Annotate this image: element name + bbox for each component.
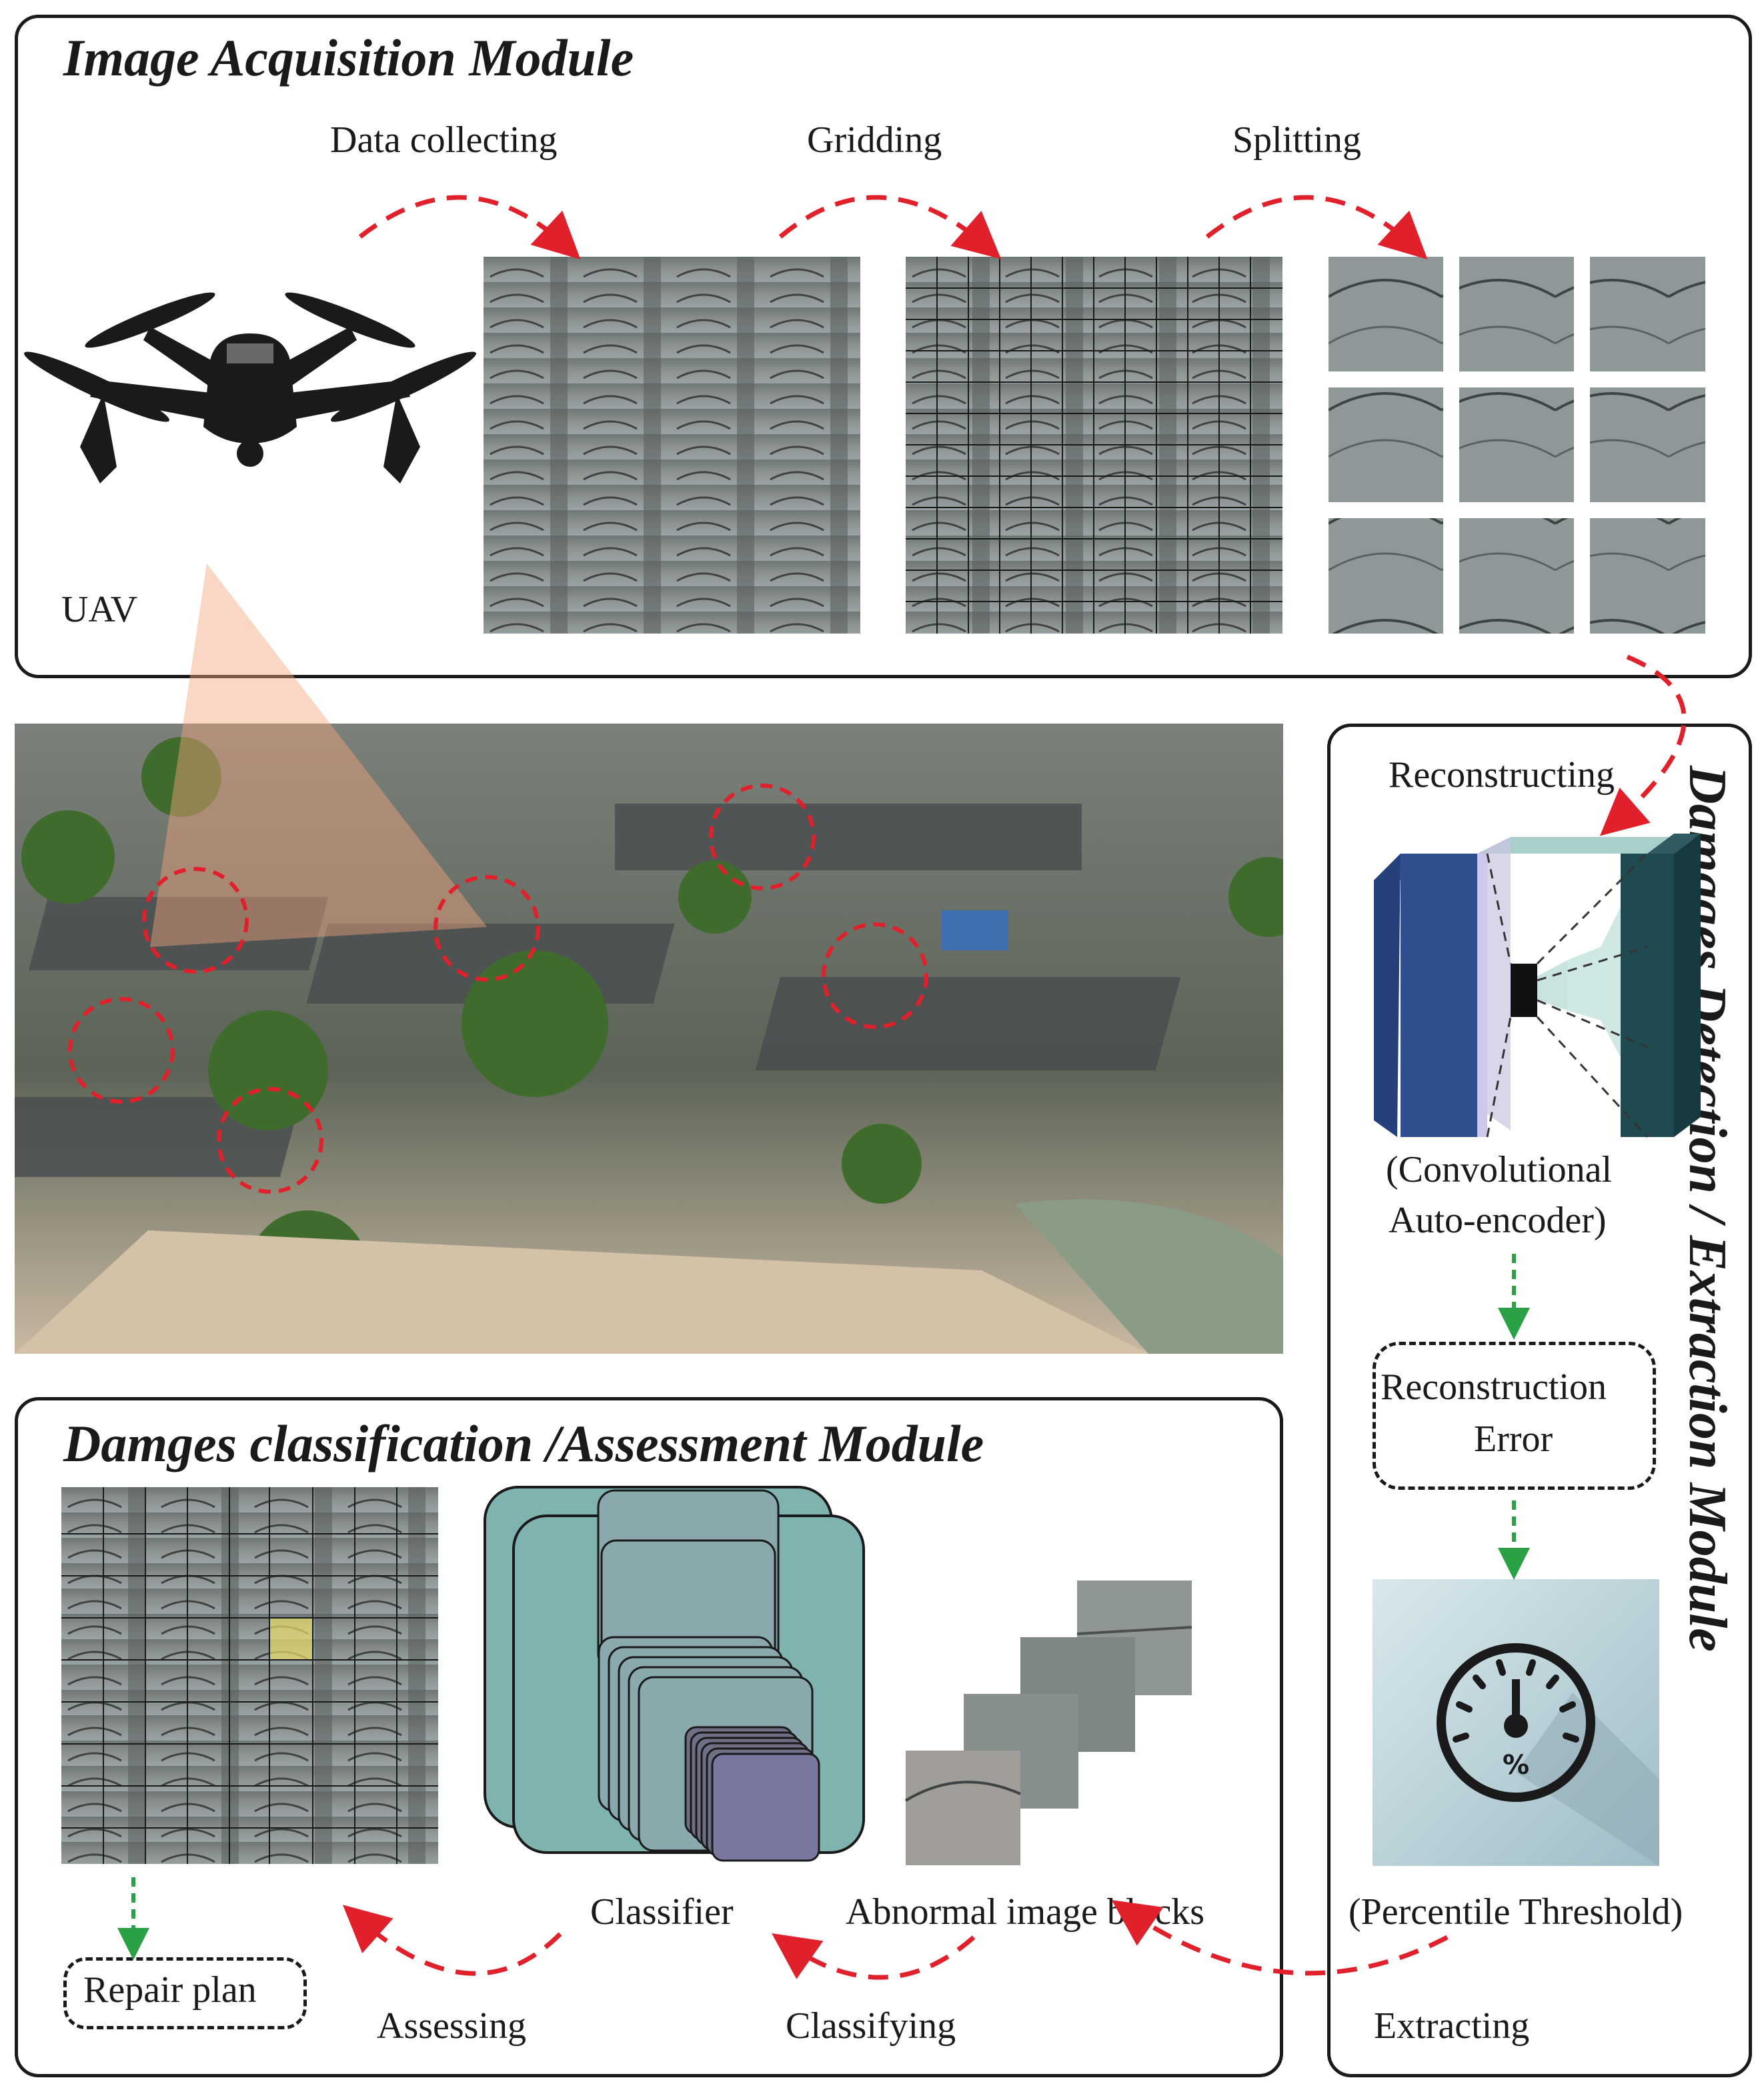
classifier-diagram: [484, 1486, 865, 1854]
label-classifier: Classifier: [590, 1891, 734, 1933]
label-recon-error-line1: Reconstruction: [1381, 1366, 1607, 1408]
label-reconstructing: Reconstructing: [1389, 754, 1615, 796]
gauge-percent-symbol: %: [1503, 1750, 1529, 1781]
autoencoder-diagram: [1374, 834, 1701, 1138]
label-cae-line2: Auto-encoder): [1389, 1200, 1607, 1241]
classification-module-title: Damges classification /Assessment Module: [63, 1414, 984, 1472]
label-assessing: Assessing: [377, 2005, 527, 2047]
recon-error-box: [1373, 1342, 1656, 1490]
roof-photo: [484, 257, 860, 634]
label-data-collecting: Data collecting: [330, 119, 558, 161]
label-percentile: (Percentile Threshold): [1349, 1891, 1683, 1933]
label-uav: UAV: [61, 589, 138, 630]
aerial-village-photo: [15, 724, 1283, 1354]
repair-plan-box: [63, 1957, 307, 2029]
label-extracting: Extracting: [1374, 2005, 1530, 2047]
split-blocks: [1329, 257, 1705, 634]
acquisition-module-title: Image Acquisition Module: [63, 29, 634, 87]
label-classifying: Classifying: [786, 2005, 956, 2047]
label-cae-line1: (Convolutional: [1386, 1149, 1613, 1190]
gauge-icon: %: [1373, 1579, 1659, 1866]
label-recon-error-line2: Error: [1474, 1418, 1553, 1460]
assessment-grid-photo: [61, 1487, 438, 1864]
label-splitting: Splitting: [1232, 119, 1361, 161]
label-repair-plan: Repair plan: [83, 1969, 257, 2011]
label-abnormal: Abnormal image blocks: [846, 1891, 1205, 1933]
label-gridding: Gridding: [807, 119, 942, 161]
gridded-photo: [906, 257, 1282, 634]
